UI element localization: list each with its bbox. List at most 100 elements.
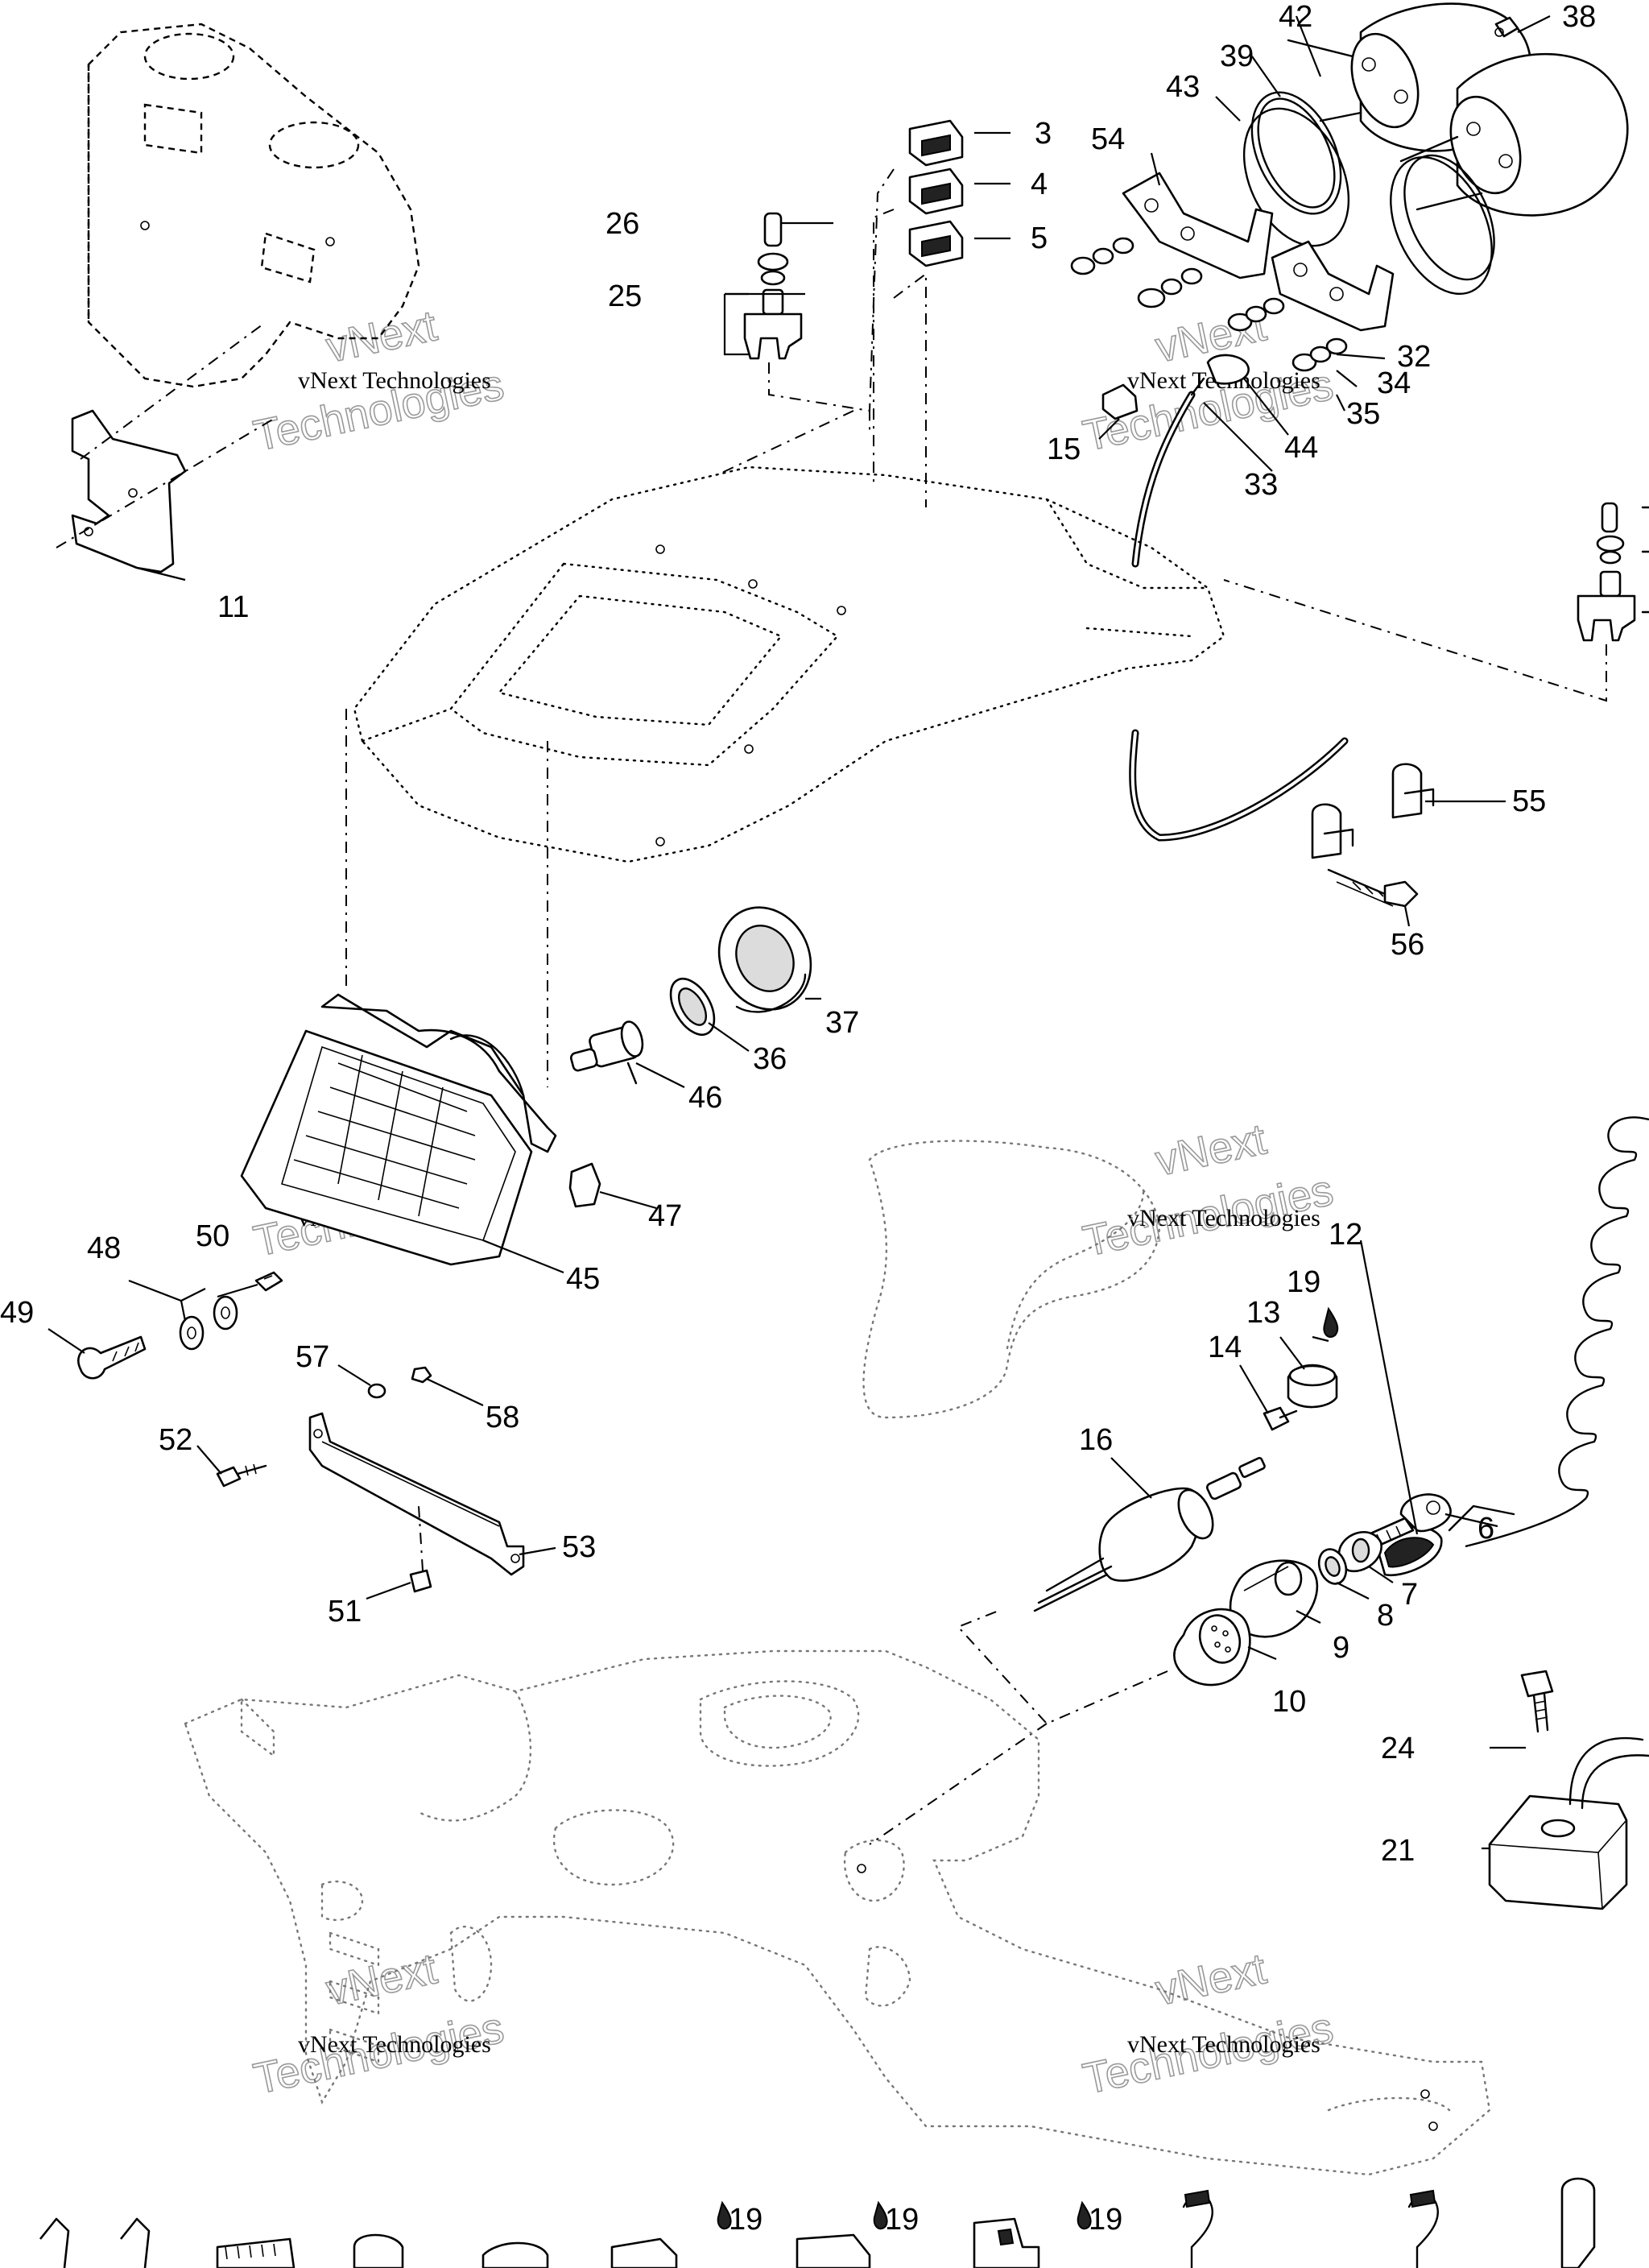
tank-bracket — [56, 321, 275, 573]
lower-body-phantom — [184, 1649, 1491, 2176]
bracket-53 — [308, 1412, 525, 1576]
callout-6: 6 — [1477, 1512, 1494, 1546]
callout-56: 56 — [1391, 928, 1424, 962]
callout-48: 48 — [87, 1231, 121, 1265]
callout-15: 15 — [1047, 432, 1081, 466]
wire-harness-33 — [1129, 377, 1349, 842]
svg-text:vNext: vNext — [322, 301, 441, 371]
callout-19-bottom-a: 19 — [729, 2203, 763, 2237]
svg-text:vNext: vNext — [1151, 1944, 1271, 2014]
washer-48 — [179, 1295, 238, 1351]
svg-text:vNext Technologies: vNext Technologies — [1127, 1205, 1320, 1231]
watermark-bottom-left: vNext Technologies vNext Technologies — [249, 1944, 508, 2105]
callout-12: 12 — [1329, 1218, 1362, 1252]
console-phantom — [862, 1140, 1161, 1419]
callout-11: 11 — [217, 590, 249, 624]
hood-body — [353, 466, 1225, 863]
connector-15 — [1101, 383, 1139, 420]
leader-lines — [48, 15, 1551, 1850]
clip-47 — [568, 1162, 601, 1208]
svg-text:vNext: vNext — [322, 1944, 441, 2014]
screw-52 — [216, 1463, 267, 1488]
ignition-harness-16 — [1033, 1457, 1266, 1612]
callout-57: 57 — [295, 1340, 329, 1374]
callout-9: 9 — [1333, 1631, 1349, 1665]
spacer-50 — [254, 1271, 283, 1292]
dash-ignition — [957, 1610, 1168, 1725]
washer-8 — [1317, 1548, 1348, 1585]
callout-10: 10 — [1272, 1685, 1306, 1719]
oil-tank-phantom — [87, 23, 420, 388]
nut-51 — [409, 1505, 432, 1593]
callout-numbers: 3 4 5 6 7 8 9 10 11 12 13 14 15 16 19 21… — [0, 0, 1596, 2237]
callout-7: 7 — [1401, 1578, 1418, 1612]
gauge-lower — [1399, 52, 1629, 217]
callout-37: 37 — [825, 1006, 859, 1040]
headlight-45 — [240, 993, 557, 1266]
connector-3 — [908, 119, 964, 167]
callout-19: 19 — [1287, 1265, 1320, 1299]
callout-38: 38 — [1562, 0, 1596, 34]
callout-49: 49 — [0, 1296, 34, 1330]
boot-37 — [717, 906, 812, 1013]
toggle-switch-right — [1223, 502, 1649, 702]
callout-8: 8 — [1377, 1599, 1394, 1633]
callout-35: 35 — [1346, 397, 1380, 431]
o-ring-39 — [1250, 91, 1342, 215]
svg-text:vNext Technologies: vNext Technologies — [298, 367, 491, 394]
connector-5 — [908, 220, 964, 267]
callout-33: 33 — [1244, 468, 1278, 502]
callout-55: 55 — [1512, 784, 1546, 818]
bulb-38 — [1494, 16, 1519, 38]
dash-ignition-b — [869, 1723, 1048, 1845]
washer-57 — [367, 1383, 386, 1399]
callout-25: 25 — [608, 279, 642, 313]
boot-10 — [1173, 1608, 1251, 1687]
gauge-bracket-54 — [1070, 172, 1395, 372]
callout-43: 43 — [1166, 70, 1200, 104]
callout-32: 32 — [1397, 340, 1431, 374]
svg-text:vNext Technologies: vNext Technologies — [1127, 2031, 1320, 2058]
callout-54: 54 — [1091, 122, 1125, 156]
connector-dash-c — [893, 272, 927, 507]
callout-39: 39 — [1220, 39, 1254, 73]
callout-50: 50 — [196, 1219, 229, 1253]
o-ring-lower — [1390, 154, 1495, 296]
screw-14 — [1263, 1406, 1298, 1431]
callout-5: 5 — [1031, 221, 1048, 255]
callout-19-bottom-c: 19 — [1089, 2203, 1122, 2237]
lube-drop-19-top — [1323, 1306, 1339, 1339]
callout-51: 51 — [328, 1595, 362, 1629]
callout-34: 34 — [1377, 366, 1411, 400]
callout-3: 3 — [1035, 117, 1052, 151]
clip-44 — [1206, 354, 1250, 385]
callout-19-bottom-b: 19 — [885, 2203, 919, 2237]
callout-14: 14 — [1208, 1331, 1242, 1364]
cap-13 — [1287, 1364, 1338, 1409]
callout-46: 46 — [688, 1081, 722, 1115]
connector-4 — [908, 168, 964, 215]
callout-4: 4 — [1031, 168, 1048, 201]
bolt-24 — [1520, 1670, 1554, 1733]
callout-53: 53 — [562, 1530, 596, 1564]
watermark-mid-right: vNext Technologies vNext Technologies — [1078, 1115, 1337, 1267]
rectifier-21 — [1488, 1736, 1649, 1910]
o-ring-43 — [1242, 107, 1350, 247]
dash-hood-a — [716, 410, 854, 476]
callout-52: 52 — [159, 1423, 192, 1457]
callout-42: 42 — [1279, 0, 1312, 34]
screw-49 — [77, 1335, 147, 1380]
callout-45: 45 — [566, 1262, 600, 1296]
svg-text:vNext Technologies: vNext Technologies — [298, 2031, 491, 2058]
callout-36: 36 — [753, 1042, 787, 1076]
callout-44: 44 — [1284, 431, 1318, 465]
callout-26: 26 — [605, 207, 639, 241]
screw-56 — [1327, 868, 1419, 908]
callout-58: 58 — [486, 1401, 519, 1434]
callout-47: 47 — [648, 1199, 682, 1233]
bottom-parts-row — [39, 2177, 1596, 2268]
connector-dash-a — [869, 168, 895, 412]
toggle-switch-25 — [743, 212, 870, 435]
